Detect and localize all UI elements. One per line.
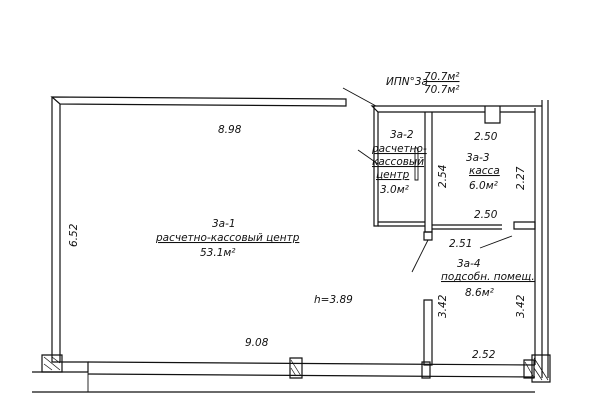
dim-room3-right: 2.27 bbox=[515, 166, 527, 190]
dim-bottom-main: 9.08 bbox=[245, 337, 269, 349]
plan-area-bottom: 70.7м² bbox=[424, 84, 460, 96]
room-3a-3-id: 3а-3 bbox=[466, 152, 490, 164]
room-3a-2-id: 3а-2 bbox=[390, 129, 414, 141]
dim-room3-top: 2.50 bbox=[474, 131, 498, 143]
room3-wall-bottom bbox=[432, 224, 502, 230]
bottom-column-2 bbox=[421, 361, 431, 379]
outer-wall-top bbox=[50, 96, 347, 107]
room4-wall-left-low bbox=[423, 299, 433, 366]
room-3a-3: 3а-3 касса 6.0м² bbox=[466, 152, 500, 192]
room-3a-1-name: расчетно-кассовый центр bbox=[155, 232, 300, 244]
room-3a-4-area: 8.6м² bbox=[465, 287, 495, 299]
room3-door-frame bbox=[513, 221, 536, 230]
room-3a-4: 3а-4 подсобн. помещ. 8.6м² bbox=[441, 258, 535, 299]
outer-wall-left bbox=[51, 97, 61, 363]
room-3a-3-area: 6.0м² bbox=[469, 180, 499, 192]
room-3a-2-line-1: расчетно- bbox=[371, 143, 427, 155]
dim-height: h=3.89 bbox=[314, 294, 353, 306]
dim-room4-top: 2.51 bbox=[449, 238, 472, 250]
partition-2-3 bbox=[424, 112, 433, 233]
outer-wall-bottom bbox=[87, 361, 536, 393]
dim-top-main: 8.98 bbox=[218, 124, 242, 136]
dim-room2-vertical: 2.54 bbox=[437, 165, 449, 188]
room4-wall-left bbox=[423, 231, 433, 241]
room-3a-4-name: подсобн. помещ. bbox=[441, 271, 535, 283]
bottom-column-1 bbox=[289, 357, 303, 379]
room-3a-2-line-2: кассовый bbox=[372, 156, 424, 168]
top-wall-right bbox=[370, 105, 542, 124]
dim-room4-bottom: 2.52 bbox=[472, 349, 496, 361]
bottom-column-3 bbox=[523, 359, 535, 379]
right-column bbox=[531, 354, 551, 383]
plan-area-top: 70.7м² bbox=[424, 71, 460, 83]
room-3a-2-line-3: центр bbox=[376, 169, 410, 181]
room-3a-1-area: 53.1м² bbox=[200, 247, 236, 259]
dim-room4-left: 3.42 bbox=[437, 294, 449, 318]
outer-wall-right bbox=[534, 100, 549, 378]
room2-wall-bottom bbox=[378, 221, 425, 227]
room-3a-2: 3а-2 расчетно- кассовый центр 3.0м² bbox=[371, 129, 427, 196]
walls bbox=[32, 96, 551, 393]
room-3a-2-area: 3.0м² bbox=[380, 184, 410, 196]
outer-wall-bottom-left bbox=[32, 361, 89, 393]
plan-code: ИПN°3а bbox=[386, 76, 428, 88]
leader-lines bbox=[342, 87, 513, 273]
dim-room3-bottom: 2.50 bbox=[474, 209, 498, 221]
room2-wall-right bbox=[373, 106, 379, 227]
room-3a-3-name: касса bbox=[469, 165, 500, 177]
dim-room4-right: 3.42 bbox=[515, 294, 527, 318]
dim-left-main: 6.52 bbox=[68, 223, 80, 247]
room-3a-1-id: 3а-1 bbox=[212, 218, 236, 230]
room-3a-1: 3а-1 расчетно-кассовый центр 53.1м² bbox=[155, 218, 300, 259]
room-3a-4-id: 3а-4 bbox=[457, 258, 481, 270]
